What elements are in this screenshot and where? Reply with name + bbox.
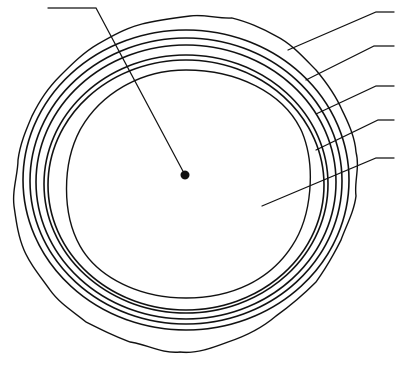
inner-ring-line-1 — [44, 55, 328, 313]
outer-ring-band — [23, 30, 349, 330]
outer-ring-line-3 — [36, 45, 336, 319]
inner-ring-band — [44, 55, 328, 313]
leader-line-outer-boundary — [288, 12, 394, 50]
inner-ring-line-2 — [48, 60, 324, 310]
leader-line-inner-ring — [316, 86, 394, 114]
outer-ring-line-1 — [23, 30, 349, 330]
outer-ring-line-2 — [30, 38, 342, 324]
inner-core — [67, 70, 311, 298]
rough-outer-boundary — [14, 16, 358, 353]
